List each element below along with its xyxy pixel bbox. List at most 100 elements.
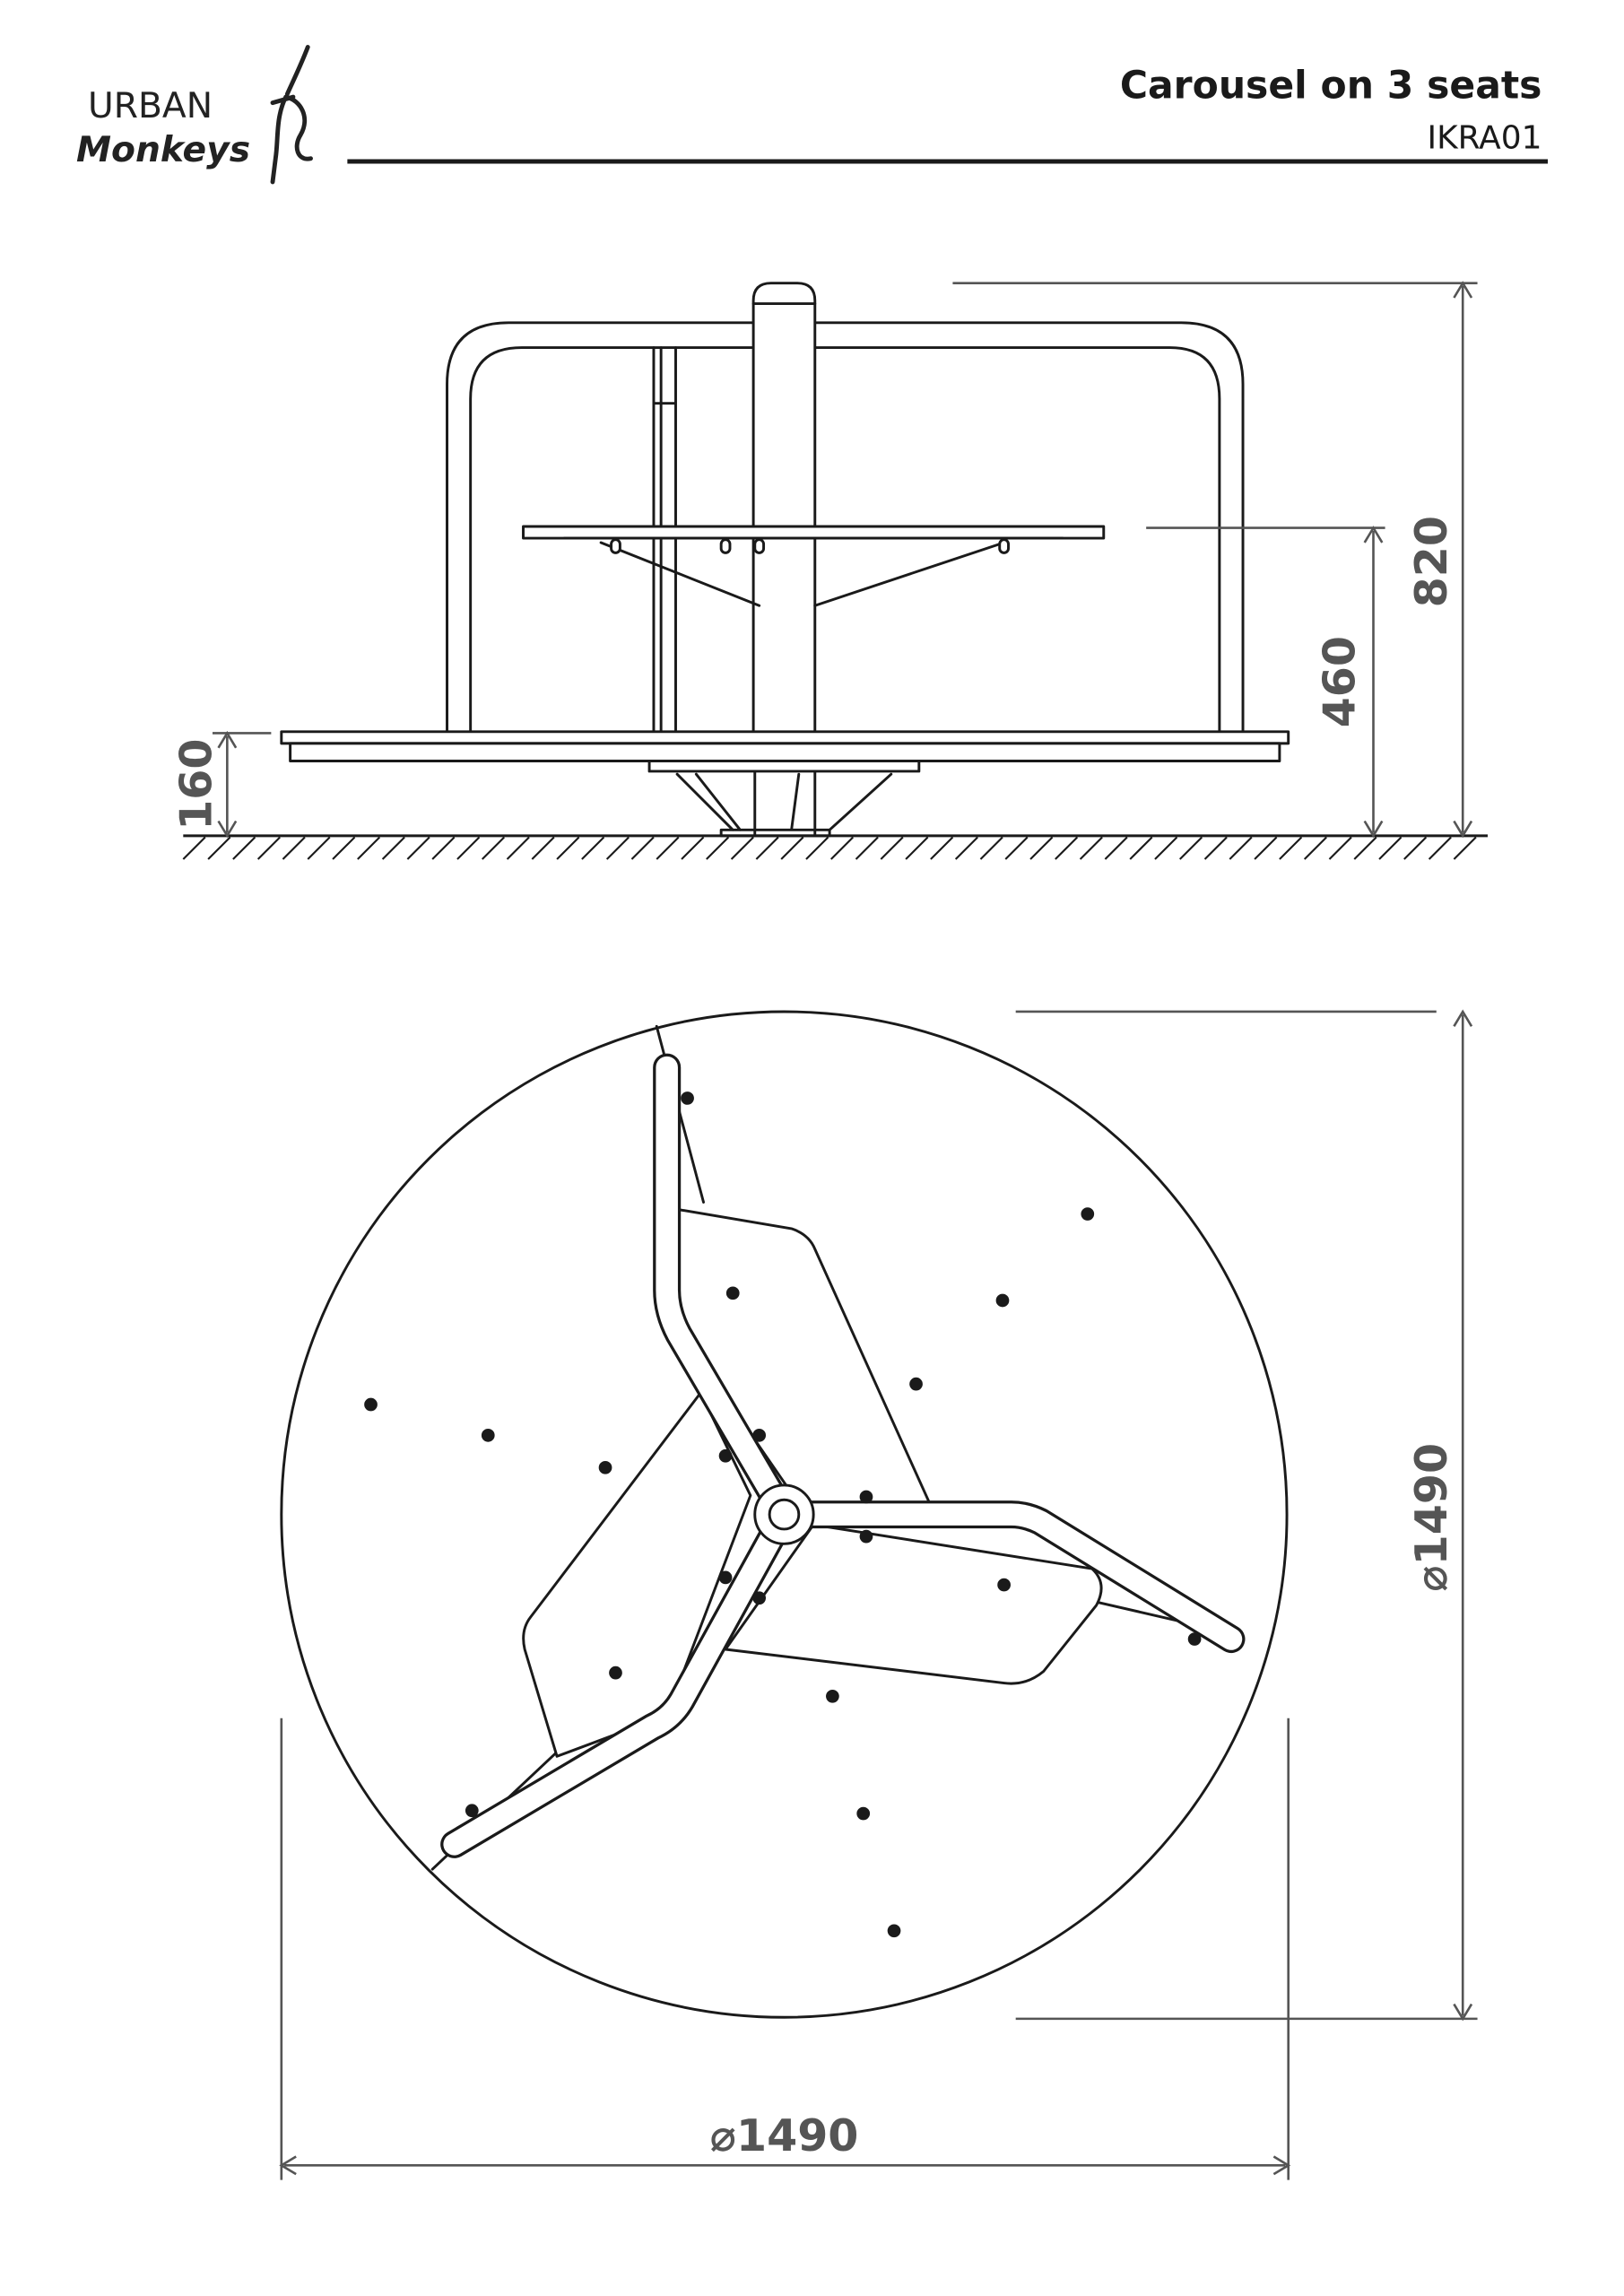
hatch-line — [1378, 836, 1403, 860]
hatch-line — [1179, 836, 1203, 860]
anchor-dot — [681, 1091, 694, 1105]
hatch-line — [681, 836, 705, 860]
hatch-line — [357, 836, 381, 860]
hatch-line — [307, 836, 331, 860]
anchor-dot — [859, 1529, 873, 1544]
dim-160-label: 160 — [169, 738, 221, 830]
hatch-line — [1079, 836, 1103, 860]
anchor-dot — [364, 1397, 378, 1412]
hatch-line — [282, 836, 306, 860]
center-post — [751, 282, 817, 735]
hatch-line — [456, 836, 481, 860]
product-title: Carousel on 3 seats — [1120, 65, 1542, 109]
anchor-dot — [997, 1578, 1011, 1592]
anchor-dot — [1187, 1632, 1202, 1646]
hatch-line — [1004, 836, 1029, 860]
anchor-dot — [718, 1570, 733, 1585]
hatch-line — [556, 836, 580, 860]
logo: URBAN Monkeys — [76, 45, 313, 185]
ground-hatching — [182, 836, 1477, 860]
hatch-line — [1403, 836, 1428, 860]
anchor-dot — [598, 1460, 612, 1474]
hatch-line — [581, 836, 605, 860]
hatch-line — [1453, 836, 1477, 860]
hatch-line — [182, 836, 206, 860]
hatch-line — [256, 836, 281, 860]
logo-text-monkeys: Monkeys — [76, 130, 250, 170]
hatch-line — [1428, 836, 1452, 860]
anchor-dot — [909, 1377, 923, 1391]
side-view: 160 460 820 — [169, 281, 1488, 860]
seat — [522, 525, 1106, 540]
hatch-line — [1229, 836, 1253, 860]
hatch-line — [1029, 836, 1054, 860]
product-code: IKRA01 — [1427, 119, 1541, 156]
hatch-line — [1129, 836, 1153, 860]
dimension-820: 820 — [952, 281, 1478, 839]
anchor-dot — [481, 1429, 495, 1442]
hatch-line — [905, 836, 929, 860]
hatch-line — [630, 836, 655, 860]
bolt — [753, 538, 766, 554]
hatch-line — [1328, 836, 1352, 860]
dim-diameter-horizontal-label: ⌀1490 — [709, 2109, 858, 2161]
hatch-line — [656, 836, 680, 860]
seat-rods — [652, 346, 677, 735]
hatch-line — [979, 836, 1003, 860]
hatch-line — [706, 836, 730, 860]
dimension-diameter-horizontal: ⌀1490 — [279, 1718, 1291, 2180]
anchor-dot — [725, 1286, 740, 1300]
bolt — [610, 538, 621, 554]
hatch-line — [880, 836, 904, 860]
hatch-line — [481, 836, 506, 860]
logo-text-urban: URBAN — [88, 86, 213, 126]
seat-left — [522, 1391, 752, 1758]
hatch-line — [1254, 836, 1278, 860]
anchor-dot — [718, 1448, 733, 1463]
frame-bar — [446, 321, 1245, 735]
anchor-dot — [826, 1689, 839, 1703]
hatch-line — [1055, 836, 1079, 860]
platform-top — [280, 730, 1290, 745]
hatch-line — [805, 836, 829, 860]
anchor-dot — [752, 1591, 767, 1605]
bolt — [719, 538, 732, 554]
anchor-points — [364, 1091, 1202, 1938]
platform-bottom — [289, 742, 1281, 762]
hatch-line — [1303, 836, 1327, 860]
dim-460-label: 460 — [1313, 636, 1365, 727]
anchor-dot — [609, 1665, 622, 1680]
hatch-line — [431, 836, 456, 860]
hatch-line — [1154, 836, 1178, 860]
base-supports — [675, 770, 893, 838]
anchor-dot — [856, 1806, 871, 1821]
hatch-line — [1279, 836, 1303, 860]
hatch-line — [954, 836, 978, 860]
platform-circle — [280, 1010, 1289, 2019]
hatch-line — [930, 836, 954, 860]
hatch-line — [829, 836, 855, 860]
dim-820-label: 820 — [1405, 516, 1457, 607]
anchor-dot — [752, 1429, 767, 1442]
hatch-line — [506, 836, 530, 860]
hatch-line — [406, 836, 430, 860]
hatch-line — [207, 836, 231, 860]
seat-supports — [562, 536, 1064, 607]
anchor-dot — [887, 1924, 901, 1938]
seat-right — [724, 1523, 1103, 1685]
bolt — [998, 538, 1010, 554]
anchor-dot — [1081, 1207, 1095, 1221]
dimension-460: 460 — [1146, 526, 1385, 839]
hatch-line — [1104, 836, 1128, 860]
hatch-line — [332, 836, 356, 860]
monkey-logo-icon — [270, 45, 313, 185]
hatch-line — [605, 836, 630, 860]
hatch-line — [780, 836, 804, 860]
hatch-line — [531, 836, 555, 860]
hatch-line — [755, 836, 779, 860]
hatch-line — [232, 836, 256, 860]
dimension-160: 160 — [169, 730, 272, 839]
hatch-line — [381, 836, 405, 860]
anchor-dot — [859, 1490, 873, 1504]
